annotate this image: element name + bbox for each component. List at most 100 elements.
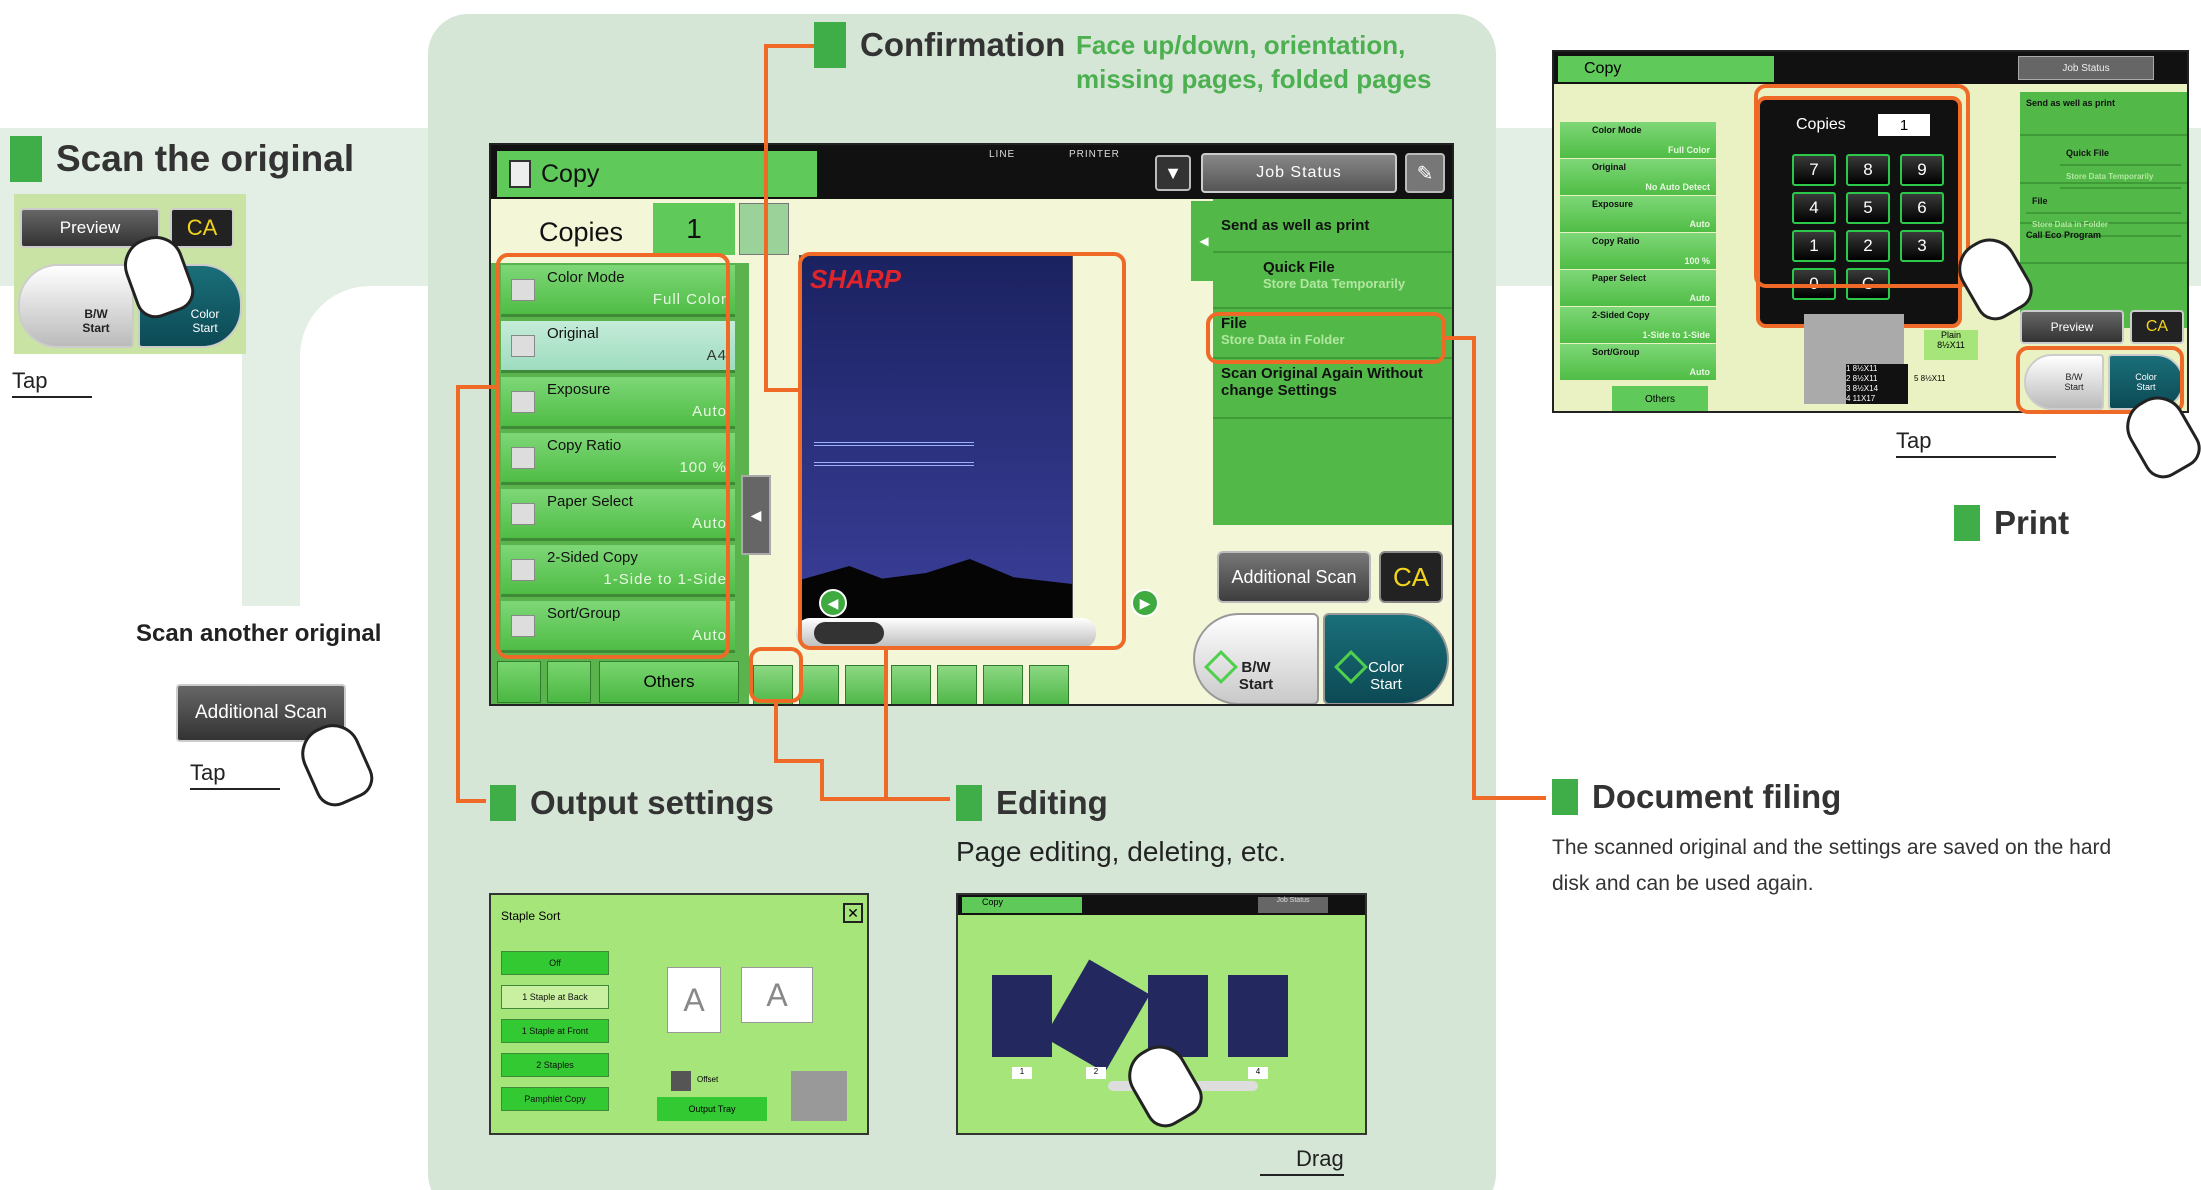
send-as-well-as-print[interactable]: Send as well as print: [2020, 92, 2187, 136]
rotate-left-icon[interactable]: [937, 665, 977, 704]
confirmation-note: Face up/down, orientation, missing pages…: [1076, 30, 1432, 94]
preview-image: SHARP: [799, 255, 1073, 621]
key-8[interactable]: 8: [1846, 154, 1890, 186]
bw-start-button[interactable]: B/W Start: [18, 264, 134, 348]
zoom-in-icon[interactable]: [891, 665, 931, 704]
edit-toolbar: [753, 665, 1093, 704]
staple-option-two[interactable]: 2 Staples: [501, 1053, 609, 1077]
key-7[interactable]: 7: [1792, 154, 1836, 186]
start-diamond-icon: [1204, 650, 1238, 684]
flow-band-left-vertical: [242, 286, 428, 606]
copy-tab[interactable]: Copy: [962, 897, 1082, 913]
preview-scrollbar[interactable]: [796, 618, 1096, 648]
others-button[interactable]: Others: [1612, 386, 1708, 411]
page-thumbnail[interactable]: [992, 975, 1052, 1057]
copies-label: Copies: [539, 217, 624, 247]
preview-button[interactable]: Preview: [2020, 310, 2124, 344]
output-tray-button[interactable]: Output Tray: [657, 1097, 767, 1121]
close-icon[interactable]: ✕: [843, 903, 863, 923]
star-icon[interactable]: [497, 661, 541, 703]
offset-label: Offset: [697, 1075, 719, 1084]
key-6[interactable]: 6: [1900, 192, 1944, 224]
collapse-left-icon[interactable]: ◀: [741, 475, 771, 555]
job-status-button[interactable]: Job Status: [1258, 897, 1328, 913]
printer-icon: [791, 1071, 847, 1121]
call-eco-program-button[interactable]: Call Eco Program: [2020, 224, 2187, 264]
check-icon[interactable]: [547, 661, 591, 703]
pen-icon[interactable]: ✎: [1405, 153, 1445, 193]
next-page-icon[interactable]: ▶: [1131, 589, 1159, 617]
file-button[interactable]: File Store Data in Folder: [1213, 309, 1452, 359]
job-status-button[interactable]: Job Status: [1201, 153, 1397, 193]
duplex-icon: [511, 559, 535, 581]
quick-file-button[interactable]: Quick File Store Data Temporarily: [1213, 253, 1452, 309]
copy-mode-tab[interactable]: Copy: [1558, 56, 1774, 82]
key-9[interactable]: 9: [1900, 154, 1944, 186]
page-preview-a: A: [667, 967, 721, 1033]
page-thumbnail[interactable]: [1148, 975, 1208, 1057]
copies-value: 1: [1878, 114, 1930, 136]
printer-indicator: PRINTER: [1069, 149, 1120, 160]
collapse-right-icon[interactable]: ◀: [1191, 201, 1217, 281]
edit-page-icon[interactable]: [753, 665, 793, 704]
job-status-button[interactable]: Job Status: [2018, 56, 2154, 80]
exposure-icon: [511, 391, 535, 413]
staple-option-pamphlet[interactable]: Pamphlet Copy: [501, 1087, 609, 1111]
chevron-down-icon[interactable]: ▼: [1155, 155, 1191, 191]
bw-start-button[interactable]: B/W Start: [2024, 354, 2104, 410]
page-thumbnail[interactable]: [1228, 975, 1288, 1057]
key-1[interactable]: 1: [1792, 230, 1836, 262]
staple-option-back[interactable]: 1 Staple at Back: [501, 985, 609, 1009]
line-indicator: LINE: [989, 149, 1016, 160]
others-button[interactable]: Others: [599, 661, 739, 703]
single-page-icon[interactable]: [1029, 665, 1069, 704]
key-3[interactable]: 3: [1900, 230, 1944, 262]
magnifier-icon[interactable]: [845, 665, 885, 704]
prev-page-icon[interactable]: ◀: [819, 589, 847, 617]
key-2[interactable]: 2: [1846, 230, 1890, 262]
zoom-out-icon[interactable]: [799, 665, 839, 704]
rotate-right-icon[interactable]: [983, 665, 1023, 704]
key-4[interactable]: 4: [1792, 192, 1836, 224]
staple-option-off[interactable]: Off: [501, 951, 609, 975]
mini-control-panel: Preview CA B/W Start Color Start: [14, 194, 246, 354]
additional-scan-button[interactable]: Additional Scan: [1217, 551, 1371, 603]
confirmation-heading: Confirmation: [814, 22, 1065, 68]
highlight-file: [1206, 312, 1446, 364]
tray-list: 1 8½X11 2 8½X11 3 8½X14 4 11X17: [1846, 364, 1908, 404]
page-thumbnail-dragged[interactable]: [1044, 959, 1150, 1073]
send-as-well-as-print[interactable]: Send as well as print: [1213, 199, 1452, 253]
original-icon: [511, 335, 535, 357]
offset-checkbox[interactable]: [671, 1071, 691, 1091]
staple-option-front[interactable]: 1 Staple at Front: [501, 1019, 609, 1043]
ca-button[interactable]: CA: [170, 208, 234, 248]
page-preview-a-landscape: A: [741, 967, 813, 1023]
ca-button[interactable]: CA: [1379, 551, 1443, 603]
copy-mode-tab[interactable]: Copy: [497, 151, 817, 197]
scan-original-again-button[interactable]: Scan Original Again Without change Setti…: [1213, 359, 1452, 419]
copies-value[interactable]: 1: [653, 203, 735, 255]
highlight-edit: [749, 647, 803, 703]
key-5[interactable]: 5: [1846, 192, 1890, 224]
drag-label: Drag: [1296, 1146, 1344, 1171]
tap-label: Tap: [12, 368, 48, 393]
ca-button[interactable]: CA: [2130, 310, 2184, 344]
